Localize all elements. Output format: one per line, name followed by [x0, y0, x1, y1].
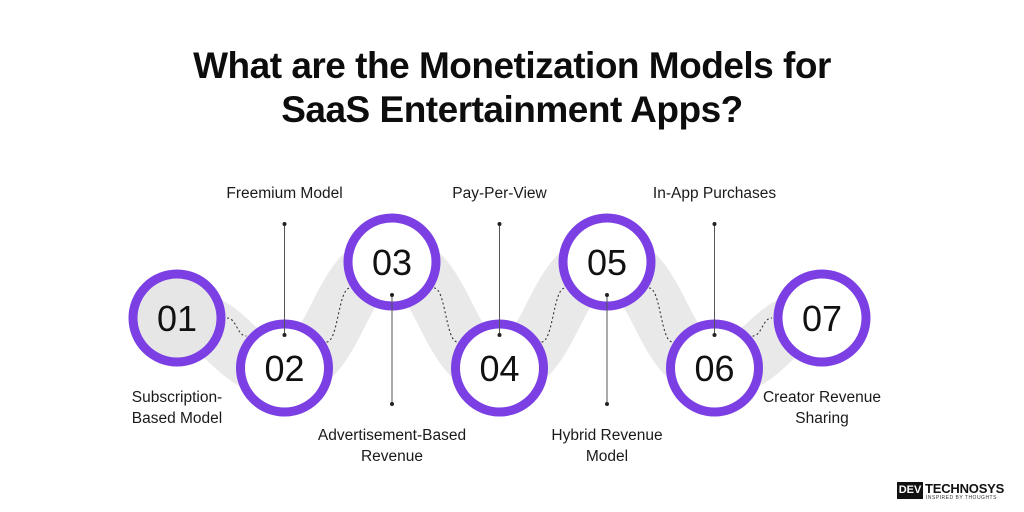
step-node-04: 04	[451, 319, 548, 417]
leader-dot-bottom	[497, 333, 502, 337]
step-node-06: 06	[666, 319, 763, 417]
step-number: 02	[264, 348, 304, 389]
step-label-01: Subscription- Based Model	[67, 387, 287, 429]
step-number: 03	[372, 242, 412, 283]
logo-mark: DEV	[897, 482, 923, 499]
leader-dot-top	[712, 222, 717, 226]
leader-line	[497, 222, 502, 337]
leader-line	[282, 222, 287, 337]
step-label-line: Model	[585, 448, 629, 465]
title-line-2: SaaS Entertainment Apps?	[281, 89, 743, 130]
step-label-line: Sharing	[795, 410, 849, 427]
connector-line	[752, 317, 773, 337]
step-label-line: Freemium Model	[226, 185, 343, 202]
step-circle	[128, 269, 226, 367]
step-node-03: 03	[343, 213, 441, 311]
leader-dot-bottom	[605, 402, 609, 406]
leader-dot-bottom	[282, 333, 287, 337]
step-label-line: Revenue	[360, 448, 424, 465]
leader-dot-top	[282, 222, 287, 226]
leader-dot-bottom	[390, 402, 394, 406]
step-node-01: 01	[128, 269, 226, 367]
connector-line	[226, 317, 247, 337]
logo-tagline: INSPIRED BY THOUGHTS	[926, 495, 997, 501]
step-label-06: In-App Purchases	[605, 183, 825, 204]
step-label-04: Pay-Per-View	[390, 183, 610, 204]
step-number: 04	[479, 348, 519, 389]
step-label-line: Pay-Per-View	[452, 185, 547, 202]
step-label-line: In-App Purchases	[652, 185, 777, 202]
devtechnosys-logo: DEV TECHNOSYS INSPIRED BY THOUGHTS	[897, 481, 1013, 502]
step-number: 05	[587, 242, 627, 283]
leader-dot-top	[390, 293, 394, 297]
step-number: 06	[694, 348, 734, 389]
logo-wordmark: TECHNOSYS	[925, 481, 1005, 496]
step-number: 07	[802, 298, 842, 339]
leader-line	[712, 222, 717, 337]
step-number: 01	[157, 298, 197, 339]
step-label-02: Freemium Model	[175, 183, 395, 204]
leader-dot-bottom	[712, 333, 717, 337]
dotted-connectors	[226, 287, 773, 343]
step-label-line: Hybrid Revenue	[551, 427, 663, 444]
page-title: What are the Monetization Models for Saa…	[0, 44, 1024, 132]
title-line-1: What are the Monetization Models for	[193, 45, 831, 86]
step-circle	[773, 269, 871, 367]
step-label-line: Subscription-	[131, 389, 223, 406]
step-node-07: 07	[773, 269, 871, 367]
step-label-line: Based Model	[131, 410, 223, 427]
step-node-05: 05	[558, 213, 656, 311]
leader-dot-top	[497, 222, 502, 226]
leader-line	[390, 293, 394, 406]
step-label-line: Advertisement-Based	[317, 427, 467, 444]
step-label-line: Creator Revenue	[762, 389, 882, 406]
leader-line	[605, 293, 609, 406]
leader-dot-top	[605, 293, 609, 297]
